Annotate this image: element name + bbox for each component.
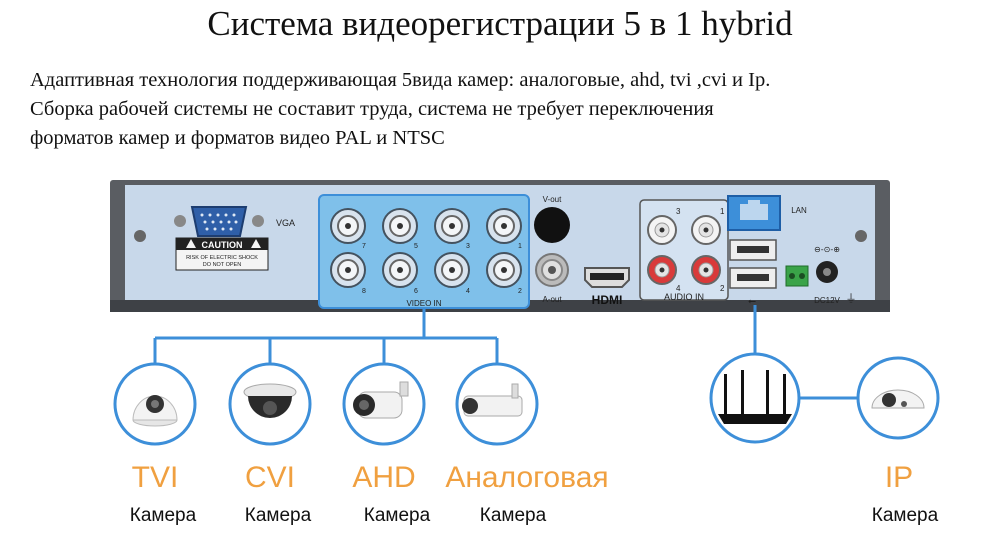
bnc-connector-pin (449, 223, 455, 229)
bnc-channel-label: 3 (466, 243, 470, 250)
camera-ip (856, 356, 940, 440)
bnc-channel-label: 8 (362, 288, 366, 295)
description-line: Адаптивная технология поддерживающая 5ви… (30, 69, 771, 91)
vout-label: V-out (543, 195, 562, 204)
audio-channel-label: 3 (676, 207, 681, 216)
hdmi-label: HDMI (592, 293, 623, 307)
audio-in-block (639, 199, 729, 301)
bnc-connector-pin (345, 223, 351, 229)
caution-text: DO NOT OPEN (203, 262, 241, 268)
aout-label: A-out (542, 295, 562, 304)
camera-sub-cvi: Камера (244, 505, 312, 526)
vga-label: VGA (276, 218, 295, 228)
camera-cvi (228, 362, 312, 446)
camera-tvi (113, 362, 197, 446)
camera-sub-tvi: Камера (129, 505, 197, 526)
caution-sticker: CAUTION RISK OF ELECTRIC SHOCK DO NOT OP… (175, 237, 269, 271)
camera-label-tvi: TVI (131, 461, 179, 494)
dc-label: DC12V (814, 296, 840, 305)
vout-port (534, 207, 570, 243)
rca-connector-pin (659, 267, 665, 273)
svg-text:⊖-⊙-⊕: ⊖-⊙-⊕ (814, 245, 840, 254)
audio-channel-label: 2 (720, 284, 725, 293)
aout-port (535, 253, 569, 287)
ground-icon: ⏚ (846, 292, 857, 305)
video-in-label: VIDEO IN (406, 299, 441, 308)
router (709, 352, 801, 444)
video-in-block (318, 194, 530, 309)
alarm-terminal (785, 265, 809, 287)
rca-connector-pin (703, 267, 709, 273)
description: Адаптивная технология поддерживающая 5ви… (30, 66, 980, 153)
vga-port (174, 206, 264, 237)
bnc-connectors: 7 5 3 1 8 6 4 2 (330, 208, 522, 295)
camera-sub-analog: Камера (479, 505, 547, 526)
audio-connectors: 3 1 4 2 (647, 207, 725, 293)
camera-ahd (342, 362, 426, 446)
rca-connector-pin (659, 227, 665, 233)
hdmi-port (584, 267, 630, 288)
audio-in-label: AUDIO IN (664, 292, 704, 302)
bnc-channel-label: 6 (414, 288, 418, 295)
camera-label-analog: Аналоговая (445, 461, 609, 494)
camera-label-ip: IP (884, 461, 914, 494)
bnc-connector-pin (501, 223, 507, 229)
caution-label: CAUTION (202, 240, 243, 250)
camera-label-ahd: AHD (352, 461, 416, 494)
description-line: Сборка рабочей системы не составит труда… (30, 98, 714, 120)
usb-ports (729, 239, 777, 289)
dc-power-port: ⊖-⊙-⊕ (814, 245, 840, 283)
camera-sub-ahd: Камера (363, 505, 431, 526)
rca-connector-pin (703, 227, 709, 233)
lan-label: LAN (791, 206, 807, 215)
bnc-connector-pin (397, 267, 403, 273)
audio-channel-label: 1 (720, 207, 725, 216)
bnc-channel-label: 7 (362, 243, 366, 250)
camera-label-cvi: CVI (244, 461, 295, 494)
usb-icon: ⭠ (748, 296, 756, 307)
audio-channel-label: 4 (676, 284, 681, 293)
lan-port (727, 195, 781, 231)
description-line: форматов камер и форматов видео PAL и NT… (30, 127, 445, 149)
bnc-connector-pin (449, 267, 455, 273)
bnc-connector-pin (501, 267, 507, 273)
bnc-connector-pin (345, 267, 351, 273)
bnc-channel-label: 5 (414, 243, 418, 250)
camera-analog (455, 362, 539, 446)
bnc-connector-pin (397, 223, 403, 229)
caution-text: RISK OF ELECTRIC SHOCK (186, 255, 258, 261)
bnc-channel-label: 2 (518, 288, 522, 295)
page-title: Система видеорегистрации 5 в 1 hybrid (207, 4, 793, 43)
camera-sub-ip: Камера (871, 505, 939, 526)
bnc-channel-label: 1 (518, 243, 522, 250)
bnc-channel-label: 4 (466, 288, 470, 295)
